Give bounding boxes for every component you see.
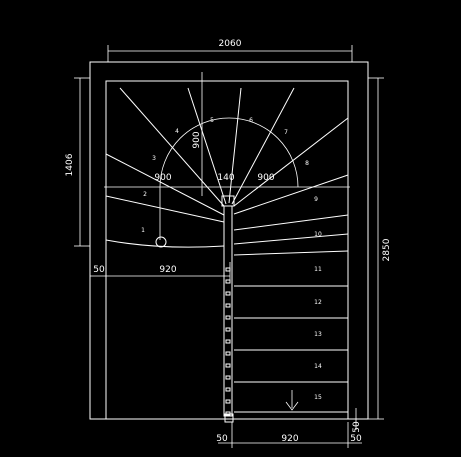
baluster (225, 411, 231, 416)
dim-left-height: 1406 (65, 153, 75, 176)
radius-vertical-label: 900 (192, 131, 202, 148)
tread-line (105, 153, 225, 216)
step-number: 7 (284, 129, 288, 136)
baluster (225, 399, 231, 404)
baluster (225, 327, 231, 332)
baluster (225, 339, 231, 344)
outer-wall (89, 61, 369, 420)
newel-post-bottom (224, 413, 234, 423)
baluster (225, 315, 231, 320)
dim-bottom-span: 920 (281, 434, 298, 444)
center-radius-label: 140 (217, 173, 234, 183)
tread-line (233, 174, 349, 215)
baluster (225, 363, 231, 368)
tread-line (187, 87, 227, 205)
center-stringer (223, 205, 233, 417)
step-number: 3 (152, 155, 156, 162)
dim-bottom-offset-right: 50 (350, 434, 362, 444)
step-number: 1 (141, 227, 145, 234)
inner-wall (105, 80, 349, 420)
dim-bottom-small: 50 (352, 421, 362, 433)
dim-bottom-offset-left: 50 (216, 434, 228, 444)
tread-line (233, 214, 349, 231)
step-number: 10 (314, 231, 322, 238)
tread-line (233, 233, 349, 245)
step-number: 15 (314, 394, 322, 401)
direction-arrow-icon (285, 401, 299, 411)
step-number: 11 (314, 266, 322, 273)
step-number: 8 (305, 160, 309, 167)
dim-top-width: 2060 (219, 39, 242, 49)
baluster (225, 375, 231, 380)
tread-line (105, 195, 225, 223)
radius-left-label: 900 (154, 173, 171, 183)
dim-right-height: 2850 (382, 238, 392, 261)
step-number: 12 (314, 299, 322, 306)
straight-treads (234, 285, 348, 413)
step-number: 13 (314, 331, 322, 338)
tread-line (233, 250, 349, 256)
step-number: 14 (314, 363, 322, 370)
tread-line (233, 117, 349, 207)
tread-line (228, 87, 242, 204)
baluster (225, 303, 231, 308)
step-number: 5 (210, 117, 214, 124)
baluster (225, 267, 231, 272)
tread-line (231, 87, 295, 205)
dim-left-offset: 50 (93, 265, 105, 275)
baluster (225, 291, 231, 296)
baluster (225, 279, 231, 284)
dim-left-span: 920 (159, 265, 176, 275)
baluster (225, 387, 231, 392)
step-number: 2 (143, 191, 147, 198)
step-number: 4 (175, 128, 179, 135)
start-marker (155, 236, 167, 248)
tread-line (119, 87, 225, 207)
walking-line-arc (159, 117, 299, 188)
step-number: 6 (249, 117, 253, 124)
radius-right-label: 900 (257, 173, 274, 183)
first-step-curve (105, 239, 225, 248)
step-number: 9 (314, 196, 318, 203)
baluster (225, 351, 231, 356)
winder-treads (105, 87, 349, 256)
